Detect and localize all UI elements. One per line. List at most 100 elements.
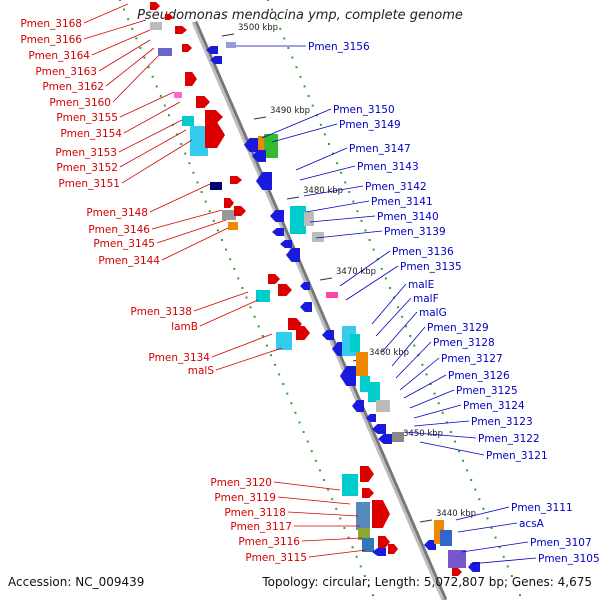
gene-label: Pmen_3136 (392, 246, 454, 258)
gene-label: Pmen_3118 (224, 507, 286, 519)
ring-dot (388, 287, 391, 289)
gene-label: Pmen_3123 (471, 416, 533, 428)
ring-dot (449, 431, 452, 433)
ring-dot (261, 335, 264, 337)
ring-dot (351, 546, 354, 549)
ring-dot (490, 527, 493, 529)
ring-dot (282, 383, 285, 385)
gene-label: Pmen_3117 (230, 521, 292, 533)
ring-dot (303, 85, 306, 88)
tick-label: 3470 kbp (336, 267, 376, 277)
gene-feature (290, 206, 306, 234)
tick-label: 3450 kbp (403, 429, 443, 439)
gene-feature (452, 568, 462, 576)
topology-stats: Topology: circular; Length: 5,072,807 bp… (262, 575, 592, 589)
label-leader (118, 119, 183, 153)
gene-feature (448, 550, 466, 568)
label-leader (395, 341, 432, 379)
label-leader (105, 47, 155, 87)
gene-feature (368, 382, 380, 402)
gene-label: Pmen_3127 (441, 353, 503, 365)
ring-dot (204, 200, 207, 203)
gene-feature (280, 240, 292, 248)
accession-text: Accession: NC_009439 (8, 575, 145, 589)
gene-feature (150, 22, 162, 30)
label-leader (287, 511, 359, 517)
gene-feature (378, 536, 390, 548)
gene-feature (440, 530, 452, 546)
ring-dot (311, 104, 314, 107)
ring-dot (514, 584, 517, 587)
ring-dot (429, 383, 432, 385)
gene-feature (388, 544, 398, 554)
ring-dot (167, 114, 170, 117)
label-leader (419, 441, 485, 456)
label-leader (303, 185, 364, 197)
label-leader (375, 297, 412, 337)
ring-dot (458, 450, 461, 453)
gene-feature (270, 210, 284, 222)
label-leader (199, 299, 259, 327)
gene-feature (174, 92, 182, 98)
label-leader (273, 481, 341, 491)
ring-dot (401, 315, 404, 318)
tick-line (221, 33, 235, 37)
ring-dot (352, 200, 355, 203)
label-leader (413, 420, 470, 427)
label-leader (457, 522, 518, 533)
ring-dot (498, 546, 501, 549)
gene-feature (356, 502, 370, 530)
ring-dot (368, 239, 371, 241)
gene-feature (300, 282, 310, 290)
ring-dot (347, 536, 350, 539)
tick-label: 3480 kbp (303, 186, 343, 196)
ring-dot (425, 373, 428, 376)
label-leader (403, 431, 477, 439)
gene-feature (206, 46, 218, 54)
gene-feature (356, 352, 368, 376)
ring-dot (286, 392, 289, 395)
ring-dot (267, 0, 269, 1)
label-leader (156, 219, 227, 244)
ring-dot (323, 133, 326, 136)
gene-label: Pmen_3160 (49, 97, 111, 109)
label-leader (413, 404, 462, 419)
ring-dot (310, 450, 313, 453)
gene-feature (244, 138, 258, 152)
ring-dot (486, 517, 489, 520)
gene-feature (210, 182, 222, 190)
label-leader (469, 557, 537, 565)
gene-label: malF (413, 293, 439, 305)
label-leaders (83, 3, 537, 565)
gene-label: Pmen_3154 (60, 128, 122, 140)
gene-feature (360, 376, 370, 392)
gene-label: Pmen_3139 (384, 226, 446, 238)
gene-feature (378, 434, 392, 444)
ring-dot (356, 210, 359, 213)
gene-feature (252, 150, 266, 162)
gene-label: Pmen_3145 (93, 238, 155, 250)
gene-feature (224, 198, 234, 208)
tick-label: 3460 kbp (369, 348, 409, 358)
gene-label: Pmen_3146 (88, 224, 150, 236)
ring-dot (221, 239, 223, 241)
ring-dot (212, 219, 215, 222)
label-leader (399, 357, 440, 391)
ring-dot (278, 373, 281, 376)
gene-feature (185, 72, 197, 86)
gene-label: Pmen_3107 (530, 537, 592, 549)
ring-dot (127, 18, 130, 21)
ring-dot (340, 171, 343, 174)
label-leader (123, 101, 181, 134)
ring-dot (474, 488, 477, 491)
ring-dot (257, 325, 260, 328)
ring-dot (343, 527, 346, 529)
ring-dot (249, 306, 252, 309)
gene-feature (352, 400, 364, 412)
label-leader (299, 165, 356, 181)
gene-label: Pmen_3116 (238, 536, 300, 548)
ring-dot (405, 325, 408, 328)
gene-feature (226, 42, 236, 48)
gene-label: Pmen_3142 (365, 181, 427, 193)
ring-dot (421, 363, 424, 366)
